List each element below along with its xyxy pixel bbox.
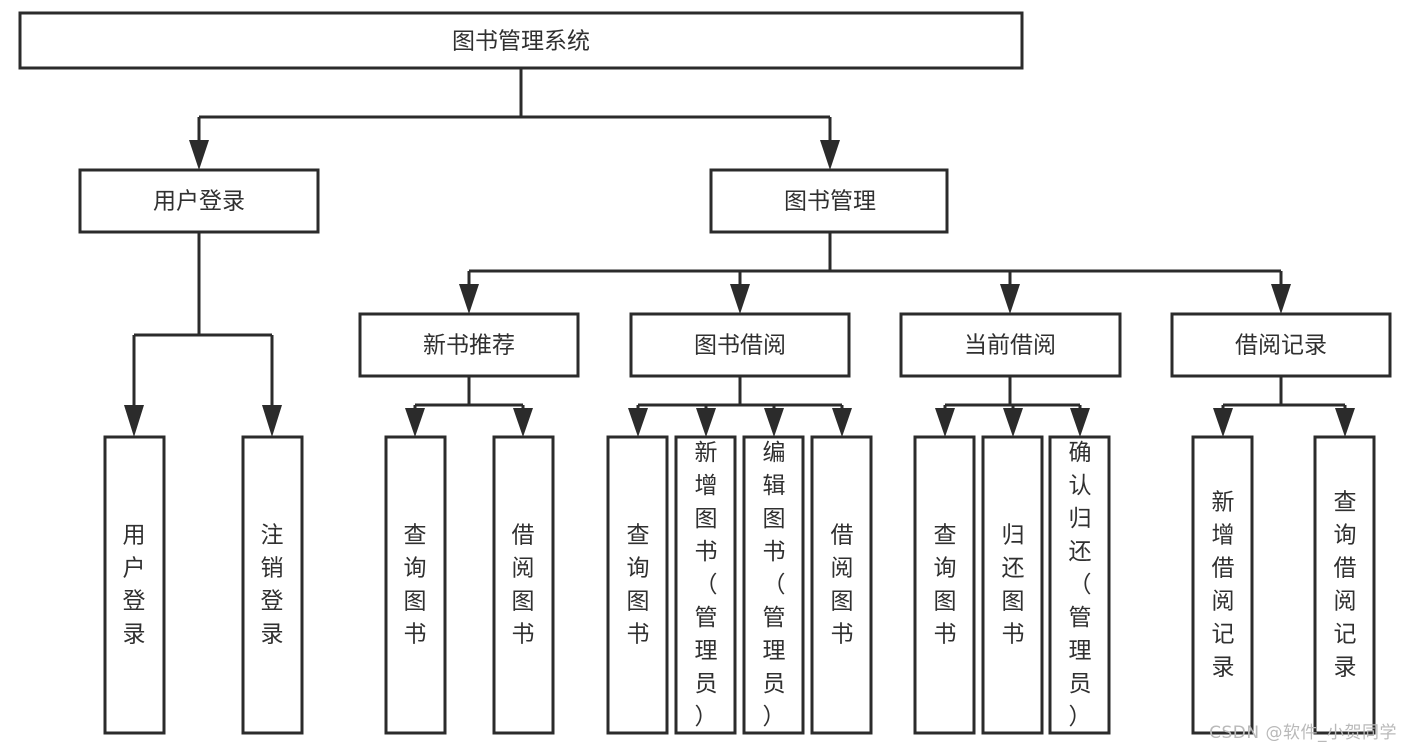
leaf-node-edit-book-admin[interactable]: 编辑图书（管理员） [742, 435, 805, 735]
leaf-node-return-book[interactable]: 归还图书 [981, 435, 1044, 735]
leaf-borrow-book-1-label: 借阅图书 [512, 523, 535, 648]
leaf-add-book-admin-box[interactable] [674, 435, 737, 735]
arrow-to-user-login [189, 140, 209, 170]
node-current-borrow-label: 当前借阅 [964, 333, 1056, 359]
leaf-borrow-book-2-label: 借阅图书 [831, 523, 854, 648]
node-root-box[interactable] [18, 11, 1024, 70]
node-borrow-record[interactable]: 借阅记录 [1170, 312, 1392, 378]
node-new-book-recommend[interactable]: 新书推荐 [358, 312, 580, 378]
leaf-return-book-box[interactable] [981, 435, 1044, 735]
leaf-node-query-borrow-record[interactable]: 查询借阅记录 [1313, 435, 1376, 735]
arrow-g4-leaf-1 [1213, 408, 1233, 437]
arrow-g2-leaf-2 [696, 408, 716, 437]
leaf-node-add-borrow-record[interactable]: 新增借阅记录 [1191, 435, 1254, 735]
arrow-to-borrow-record [1271, 284, 1291, 314]
node-new-book-recommend-label: 新书推荐 [423, 333, 515, 359]
arrow-g3-leaf-3 [1070, 408, 1090, 437]
leaf-add-borrow-record-box[interactable] [1191, 435, 1254, 735]
node-book-management-label: 图书管理 [784, 189, 876, 215]
arrow-g2-leaf-3 [764, 408, 784, 437]
arrow-leaf-logout-login [262, 405, 282, 437]
leaf-add-borrow-record-label: 新增借阅记录 [1212, 490, 1235, 681]
node-borrow-record-label: 借阅记录 [1235, 333, 1327, 359]
leaf-logout-login-box[interactable] [241, 435, 304, 735]
arrow-g3-leaf-2 [1003, 408, 1023, 437]
arrow-to-book-borrow [730, 284, 750, 314]
leaf-node-query-book-1[interactable]: 查询图书 [384, 435, 447, 735]
leaf-query-book-1-box[interactable] [384, 435, 447, 735]
leaf-query-book-3-box[interactable] [913, 435, 976, 735]
node-new-book-recommend-box[interactable] [358, 312, 580, 378]
arrow-g3-leaf-1 [935, 408, 955, 437]
leaf-query-book-3-label: 查询图书 [934, 523, 957, 648]
leaf-add-book-admin-label: 新增图书（管理员） [695, 440, 718, 730]
leaf-node-borrow-book-2[interactable]: 借阅图书 [810, 435, 873, 735]
arrow-g1-leaf-2 [513, 408, 533, 437]
leaf-confirm-return-admin-box[interactable] [1048, 435, 1111, 735]
leaf-user-login-box[interactable] [103, 435, 166, 735]
node-current-borrow-box[interactable] [899, 312, 1122, 378]
arrow-leaf-user-login [124, 405, 144, 437]
arrow-g2-leaf-1 [628, 408, 648, 437]
node-current-borrow[interactable]: 当前借阅 [899, 312, 1122, 378]
leaf-logout-login-label: 注销登录 [261, 523, 284, 648]
node-user-login-label: 用户登录 [153, 189, 245, 215]
node-book-borrow-label: 图书借阅 [694, 333, 786, 359]
leaf-edit-book-admin-label: 编辑图书（管理员） [763, 440, 786, 730]
leaf-query-book-1-label: 查询图书 [404, 523, 427, 648]
leaf-node-borrow-book-1[interactable]: 借阅图书 [492, 435, 555, 735]
leaf-node-confirm-return-admin[interactable]: 确认归还（管理员） [1048, 435, 1111, 735]
leaf-node-query-book-2[interactable]: 查询图书 [606, 435, 669, 735]
leaf-edit-book-admin-box[interactable] [742, 435, 805, 735]
node-root-label: 图书管理系统 [452, 29, 590, 55]
leaf-node-logout-login[interactable]: 注销登录 [241, 435, 304, 735]
arrow-g1-leaf-1 [405, 408, 425, 437]
leaf-borrow-book-2-box[interactable] [810, 435, 873, 735]
arrow-to-current-borrow [1000, 284, 1020, 314]
leaf-node-add-book-admin[interactable]: 新增图书（管理员） [674, 435, 737, 735]
leaf-query-book-2-label: 查询图书 [627, 523, 650, 648]
leaf-query-book-2-box[interactable] [606, 435, 669, 735]
connectors [124, 68, 1355, 437]
node-book-management-box[interactable] [709, 168, 949, 234]
leaf-borrow-book-1-box[interactable] [492, 435, 555, 735]
leaf-confirm-return-admin-label: 确认归还（管理员） [1069, 440, 1092, 730]
node-book-management[interactable]: 图书管理 [709, 168, 949, 234]
leaf-node-query-book-3[interactable]: 查询图书 [913, 435, 976, 735]
node-user-login-box[interactable] [78, 168, 320, 234]
leaf-node-user-login[interactable]: 用户登录 [103, 435, 166, 735]
leaf-query-borrow-record-label: 查询借阅记录 [1334, 490, 1357, 681]
arrow-to-new-book-rec [459, 284, 479, 314]
arrow-g2-leaf-4 [832, 408, 852, 437]
leaf-return-book-label: 归还图书 [1002, 523, 1025, 648]
node-user-login[interactable]: 用户登录 [78, 168, 320, 234]
node-book-borrow[interactable]: 图书借阅 [629, 312, 851, 378]
node-root-system[interactable]: 图书管理系统 [18, 11, 1024, 70]
node-borrow-record-box[interactable] [1170, 312, 1392, 378]
arrow-to-book-mgmt [820, 140, 840, 170]
leaf-query-borrow-record-box[interactable] [1313, 435, 1376, 735]
arrow-g4-leaf-2 [1335, 408, 1355, 437]
csdn-watermark: CSDN @软件_小贺同学 [1209, 723, 1397, 743]
leaf-user-login-label: 用户登录 [123, 523, 146, 648]
node-book-borrow-box[interactable] [629, 312, 851, 378]
